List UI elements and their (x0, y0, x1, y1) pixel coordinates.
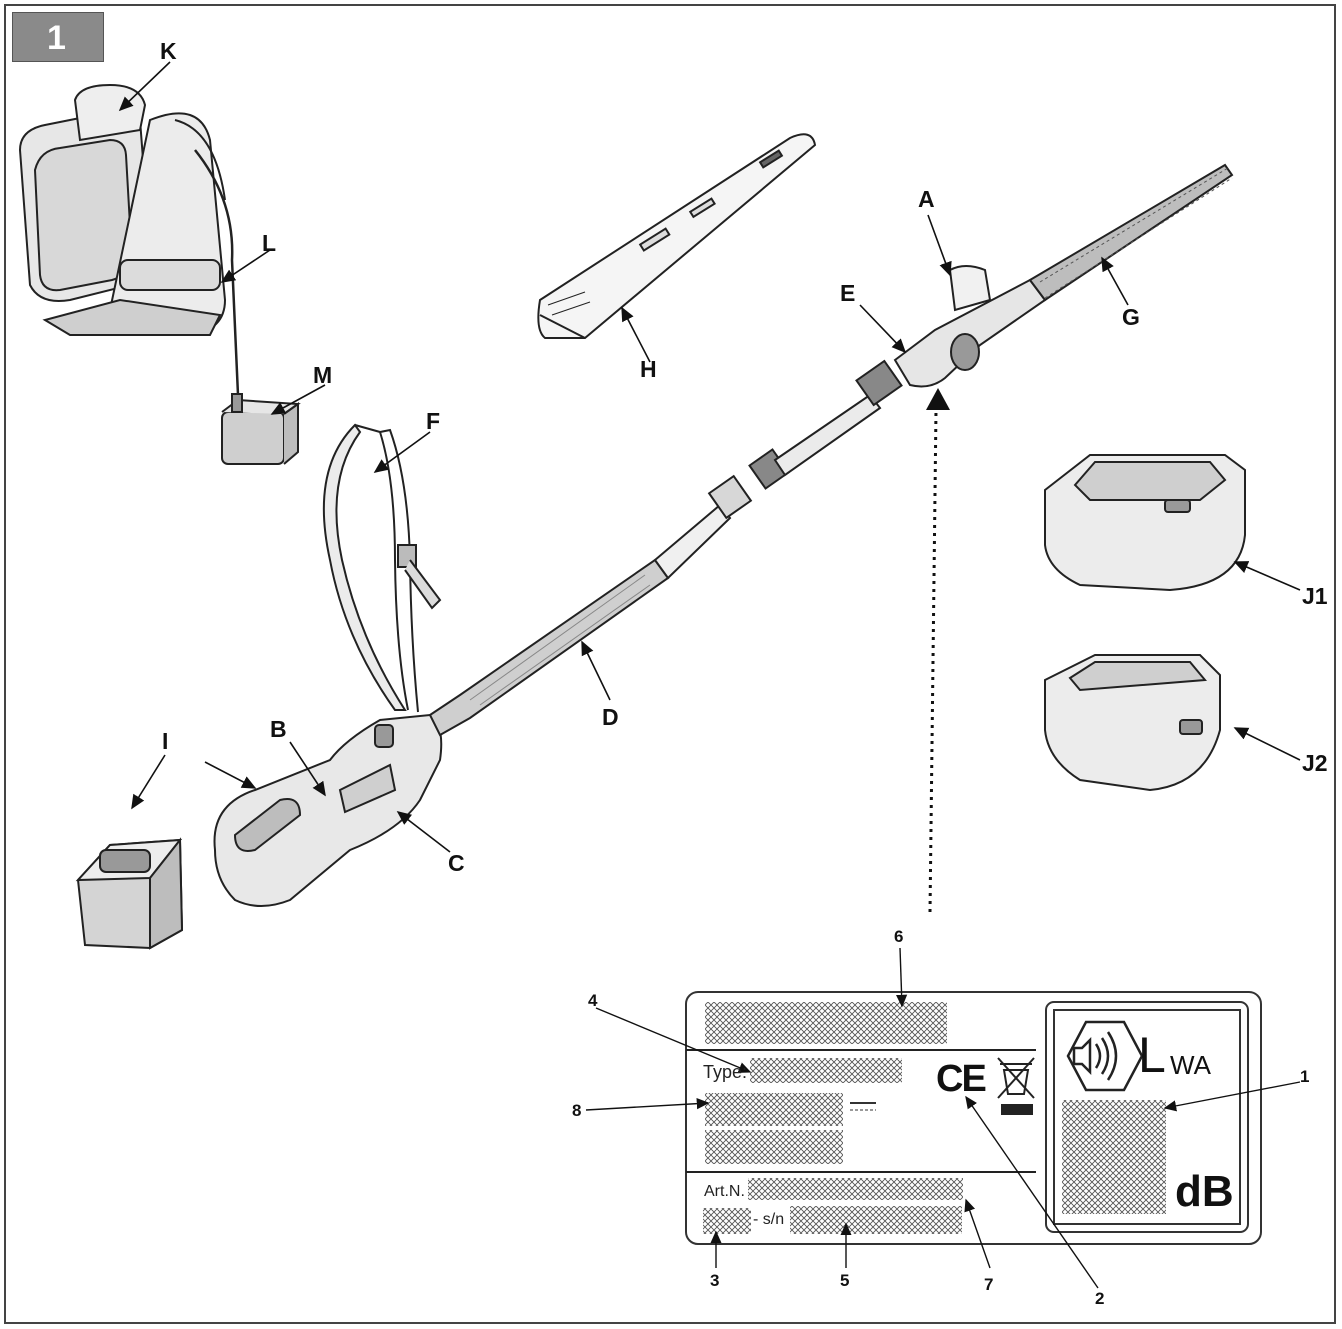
label-j2: J2 (1302, 750, 1328, 776)
label-g: G (1122, 304, 1140, 330)
callout-5: 5 (840, 1271, 850, 1290)
label-a: A (918, 186, 935, 212)
shoulder-strap-icon (322, 423, 442, 713)
lwa-letter: L (1138, 1027, 1166, 1083)
db-label: dB (1175, 1167, 1234, 1216)
figure-frame (4, 4, 1336, 1324)
blade-cover-icon (537, 133, 817, 339)
callout-3: 3 (710, 1271, 720, 1290)
callout-1: 1 (1300, 1067, 1310, 1086)
label-f: F (426, 408, 441, 434)
label-b: B (270, 716, 287, 742)
callout-7: 7 (984, 1275, 994, 1294)
hedge-trimmer-head-icon (893, 163, 1234, 388)
label-e: E (840, 280, 856, 306)
rear-handle-icon (213, 713, 443, 907)
plate-sn-label: - s/n (753, 1211, 785, 1228)
label-c: C (448, 850, 465, 876)
label-i: I (162, 728, 169, 754)
label-h: H (640, 356, 657, 382)
charger-icon (1044, 654, 1221, 792)
battery-adapter-icon (221, 393, 301, 465)
callout-8: 8 (572, 1101, 582, 1120)
label-d: D (602, 704, 619, 730)
callout-4: 4 (588, 991, 598, 1010)
backpack-battery-icon (18, 83, 227, 336)
telescopic-shaft-icon (428, 359, 903, 737)
label-l: L (262, 230, 277, 256)
weee-bin-icon (997, 1057, 1035, 1115)
label-j1: J1 (1302, 583, 1328, 609)
callout-6: 6 (894, 927, 904, 946)
charger-icon (1044, 454, 1246, 592)
sound-power-icon (1066, 1020, 1144, 1092)
callout-2: 2 (1095, 1289, 1105, 1308)
lwa-subscript: WA (1170, 1050, 1211, 1080)
ce-mark-icon: CE (936, 1058, 987, 1100)
battery-pack-icon (75, 837, 184, 950)
label-m: M (313, 362, 333, 388)
label-k: K (160, 38, 177, 64)
plate-type-label: Type: (703, 1062, 748, 1082)
figure-number-badge: 1 (12, 12, 104, 62)
plate-art-label: Art.N. (704, 1183, 745, 1200)
